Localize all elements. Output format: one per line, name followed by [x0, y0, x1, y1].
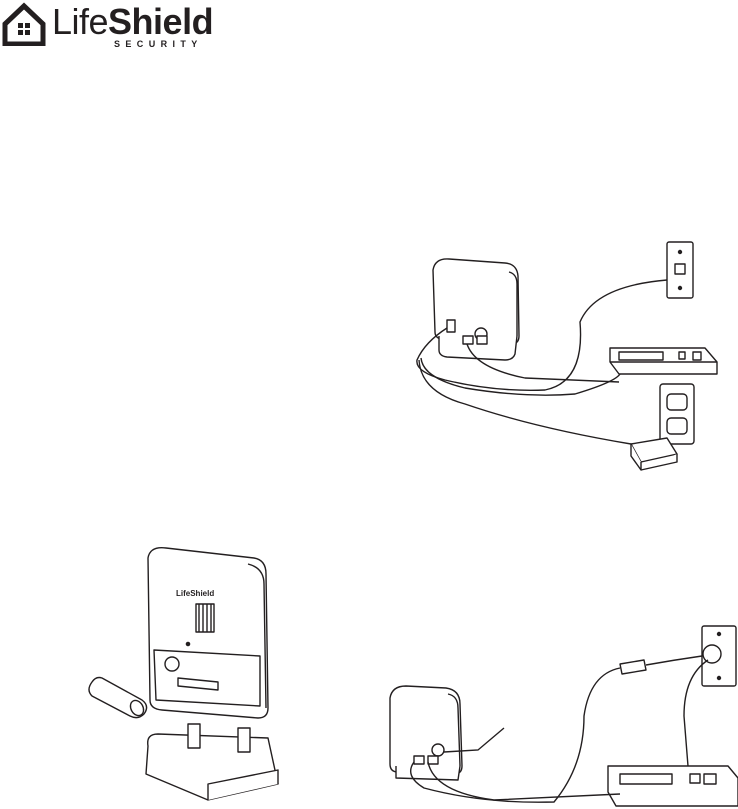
phone-splitter-icon	[620, 660, 646, 674]
battery-icon	[89, 678, 147, 718]
connection-diagram-dsl	[384, 616, 738, 809]
phone-jack-icon	[667, 242, 693, 298]
device-label: LifeShield	[176, 589, 214, 598]
lifeshield-logo: LifeShield SECURITY	[0, 0, 220, 52]
logo-word-shield: Shield	[108, 1, 213, 42]
router-icon	[610, 348, 717, 374]
base-station-icon	[433, 259, 519, 360]
base-station-icon	[148, 548, 268, 718]
logo-word-life: Life	[52, 1, 108, 42]
house-logo-icon	[2, 2, 46, 46]
logo-tagline: SECURITY	[114, 39, 203, 49]
router-icon	[608, 766, 738, 806]
power-outlet-icon	[660, 384, 694, 444]
base-station-battery-diagram: LifeShield	[88, 538, 298, 806]
stand-icon	[146, 724, 278, 800]
logo-wordmark: LifeShield	[52, 2, 213, 42]
power-adapter-icon	[631, 438, 677, 470]
base-station-icon	[390, 686, 462, 780]
connection-diagram-broadband	[405, 232, 725, 482]
phone-jack-icon	[702, 626, 736, 686]
